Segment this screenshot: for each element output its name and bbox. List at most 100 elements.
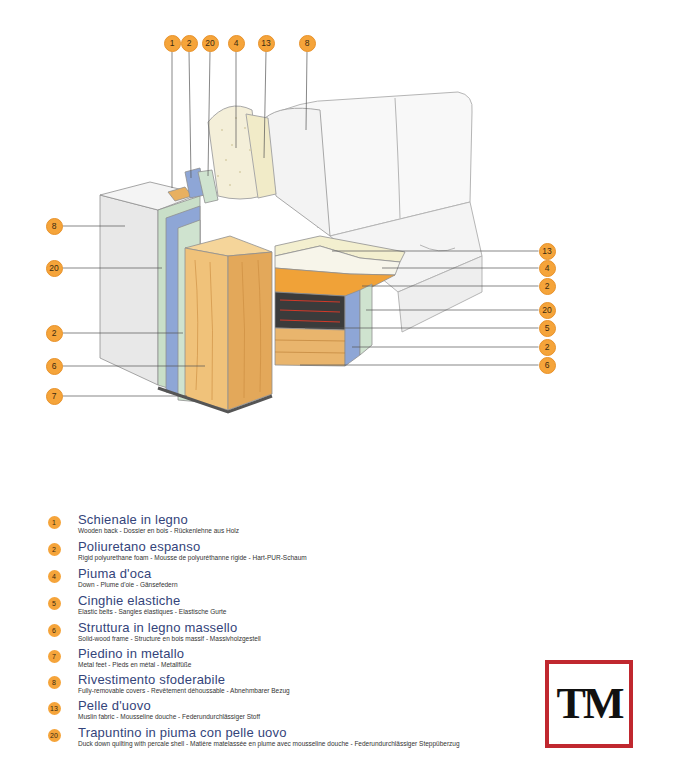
legend-translation: Muslin fabric - Mousseline douche - Fede… xyxy=(78,714,260,721)
leader-line xyxy=(189,52,191,179)
down-speckle xyxy=(231,144,233,146)
legend-text: Piuma d'oca xyxy=(78,567,151,580)
seat-cutaway xyxy=(275,268,395,296)
legend-translation: Metal feet - Pieds en métal - Metallfüße xyxy=(78,662,191,669)
down-speckle xyxy=(225,159,227,161)
legend-number: 5 xyxy=(48,597,61,610)
legend-text: Trapuntino in piuma con pelle uovo xyxy=(78,726,287,739)
metal-feet xyxy=(158,388,272,412)
legend-translation: Down - Plume d'oie - Gänsefedern xyxy=(78,582,178,589)
leader-line xyxy=(300,365,539,366)
elastic-belts xyxy=(280,300,340,302)
callout-text: 8 xyxy=(305,39,310,48)
down-speckle xyxy=(217,117,251,186)
callout-number: 13 xyxy=(258,35,275,52)
callout-number: 1 xyxy=(164,35,181,52)
legend-number: 1 xyxy=(48,516,61,529)
callout-number: 5 xyxy=(539,320,556,337)
callout-number: 2 xyxy=(181,35,198,52)
callout-number: 7 xyxy=(46,388,63,405)
leader-line xyxy=(208,52,210,177)
armrest xyxy=(228,252,272,410)
legend-translation: Duck down quilting with percale shell - … xyxy=(78,741,460,748)
leader-line xyxy=(306,52,307,131)
wood-grain xyxy=(195,260,198,390)
frame-planks xyxy=(275,340,345,353)
callout-number: 20 xyxy=(46,260,63,277)
callout-number: 2 xyxy=(46,325,63,342)
legend-translation: Fully-removable covers - Revêtement dého… xyxy=(78,688,290,695)
callout-text: 8 xyxy=(52,222,57,231)
legend-number: 7 xyxy=(48,650,61,663)
callout-number: 2 xyxy=(539,339,556,356)
callout-number: 13 xyxy=(539,243,556,260)
back-cushions xyxy=(208,106,330,236)
legend-number: 4 xyxy=(48,570,61,583)
seat-cutaway xyxy=(275,236,405,366)
callout-number: 8 xyxy=(299,35,316,52)
frame-planks xyxy=(275,340,345,341)
callout-text: 6 xyxy=(52,362,57,371)
callout-number: 20 xyxy=(539,302,556,319)
callout-number: 4 xyxy=(539,260,556,277)
logo-box: TM xyxy=(545,660,633,748)
leader-line xyxy=(63,226,126,227)
callout-text: 5 xyxy=(545,324,550,333)
back-cushions xyxy=(246,114,276,198)
seat-cutaway xyxy=(275,292,345,330)
back-cushions xyxy=(265,108,330,236)
legend-translation: Elastic belts - Sangles élastiques - Ela… xyxy=(78,609,226,616)
leader-line xyxy=(63,366,206,367)
seat-cutaway xyxy=(275,328,345,366)
callout-text: 4 xyxy=(545,264,550,273)
legend-number: 13 xyxy=(48,702,61,715)
down-speckle xyxy=(249,149,251,151)
callout-text: 6 xyxy=(545,361,550,370)
leader-line xyxy=(236,52,237,149)
legend-text: Pelle d'uovo xyxy=(78,699,151,712)
armrest xyxy=(100,168,272,410)
callout-number: 4 xyxy=(228,35,245,52)
legend-text: Poliuretano espanso xyxy=(78,540,200,553)
leader-line xyxy=(362,286,539,287)
callout-number: 8 xyxy=(46,218,63,235)
leader-line xyxy=(264,52,266,159)
legend-translation: Rigid polyurethane foam - Mousse de poly… xyxy=(78,555,307,562)
sofa-sketch xyxy=(265,92,482,332)
down-speckle xyxy=(217,175,219,177)
callout-text: 20 xyxy=(205,39,214,48)
armrest xyxy=(185,248,228,410)
callout-text: 7 xyxy=(52,392,57,401)
leader-line xyxy=(63,268,163,269)
elastic-belts xyxy=(280,300,340,322)
callout-text: 2 xyxy=(52,329,57,338)
leader-lines xyxy=(63,52,539,397)
legend-number: 2 xyxy=(48,543,61,556)
leader-line xyxy=(63,396,188,397)
callout-text: 2 xyxy=(187,39,192,48)
callout-text: 20 xyxy=(542,306,551,315)
down-speckle xyxy=(239,171,241,173)
sofa-sketch xyxy=(420,245,455,251)
callout-text: 2 xyxy=(545,282,550,291)
wood-grain xyxy=(195,260,261,400)
leader-line xyxy=(305,328,539,329)
leader-line xyxy=(366,310,539,311)
callout-number: 2 xyxy=(539,278,556,295)
leader-line xyxy=(63,333,184,334)
legend-text: Rivestimento sfoderabile xyxy=(78,673,225,686)
legend-number: 6 xyxy=(48,624,61,637)
callout-number: 6 xyxy=(539,357,556,374)
sofa-sketch xyxy=(398,256,482,332)
legend-number: 20 xyxy=(48,729,61,742)
callout-number: 6 xyxy=(46,358,63,375)
legend-translation: Solid-wood frame - Structure en bois mas… xyxy=(78,636,261,643)
down-speckle xyxy=(221,129,223,131)
frame-planks xyxy=(275,352,345,353)
elastic-belts xyxy=(280,320,340,322)
callout-text: 13 xyxy=(261,39,270,48)
legend-text: Piedino in metallo xyxy=(78,647,184,660)
leader-line xyxy=(352,347,539,348)
down-speckle xyxy=(229,184,231,186)
